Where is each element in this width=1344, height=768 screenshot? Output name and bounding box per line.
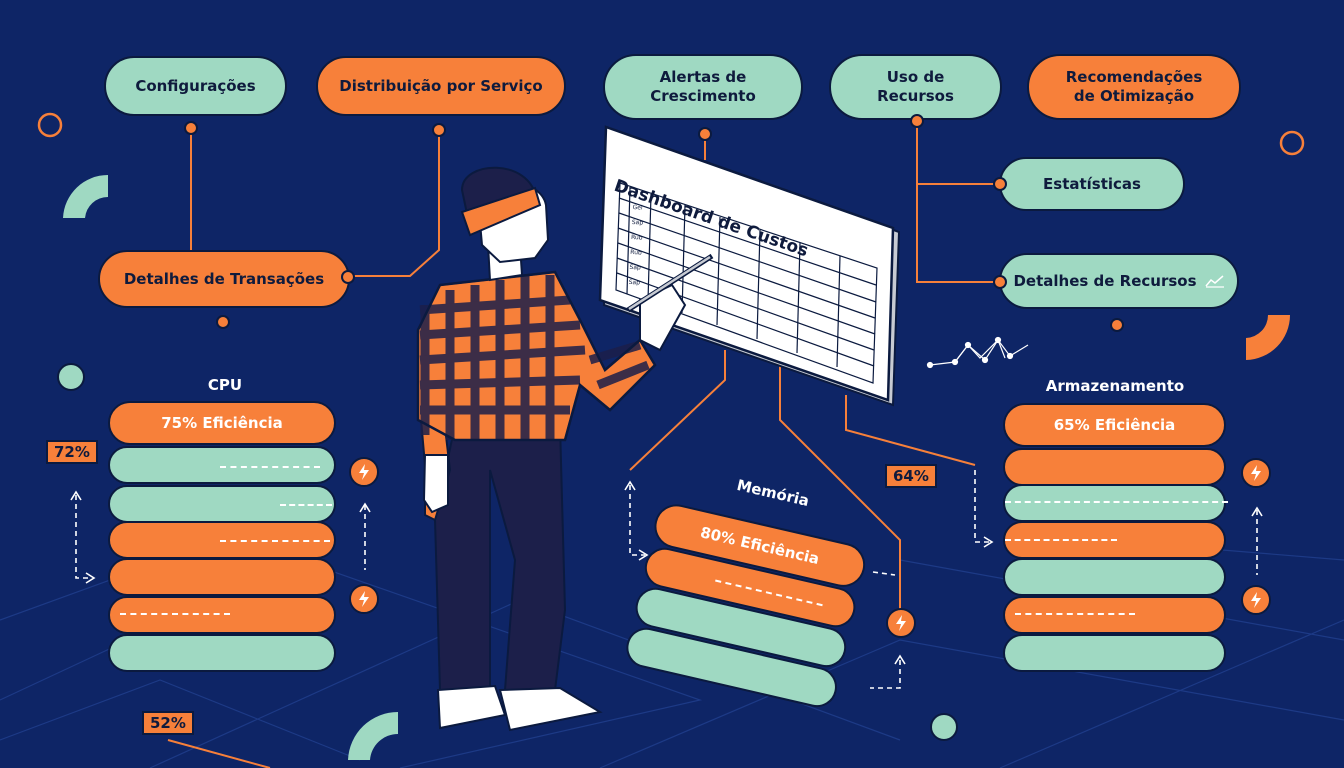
dash — [220, 466, 320, 468]
dashboard-table-grid — [615, 182, 878, 384]
connector-dot-detalhes-recursos — [993, 275, 1007, 289]
node-configuracoes-label: Configurações — [135, 76, 256, 95]
connector-dot-transacoes — [341, 270, 355, 284]
node-estatisticas-label: Estatísticas — [1043, 174, 1141, 193]
cpu-efficiency-bar: 75% Eficiência — [108, 401, 336, 445]
node-uso-de-recursos[interactable]: Uso de Recursos — [829, 54, 1002, 120]
armazenamento-efficiency-label: 65% Eficiência — [1053, 416, 1176, 434]
arc-shape-green-top — [63, 174, 108, 218]
node-detalhes-transacoes-label: Detalhes de Transações — [123, 269, 325, 288]
green-circle-left — [57, 363, 85, 391]
arc-shape-green-bottom — [348, 712, 398, 760]
connector-dot-alertas — [698, 127, 712, 141]
dashboard-row-label: Sap — [629, 263, 641, 272]
node-distribuicao-label: Distribuição por Serviço — [339, 76, 543, 95]
cpu-bar-2 — [108, 446, 336, 484]
percent-badge-52: 52% — [142, 711, 194, 735]
armazenamento-efficiency-bar: 65% Eficiência — [1003, 403, 1226, 447]
cpu-badge: 72% — [46, 440, 98, 464]
dash — [280, 504, 332, 506]
cpu-stack-title: CPU — [207, 376, 243, 394]
armazenamento-bar-5 — [1003, 558, 1226, 596]
dashboard-row-label: Sap — [631, 218, 644, 227]
node-alertas-label-line1: Alertas de — [659, 68, 747, 87]
armazenamento-bar-3 — [1003, 484, 1228, 522]
connector-dot-transacoes-below — [216, 315, 230, 329]
node-estatisticas[interactable]: Estatísticas — [999, 157, 1185, 211]
lightning-icon — [886, 608, 916, 638]
dashboard-row-label: Rub — [630, 248, 642, 257]
connector-dot-estatisticas — [993, 177, 1007, 191]
ring-right — [1279, 130, 1305, 156]
cpu-bar-6 — [108, 596, 336, 634]
connector-dot-recursos-below — [1110, 318, 1124, 332]
armazenamento-bar-4 — [1003, 521, 1226, 559]
node-recomendacoes-de-otimizacao[interactable]: Recomendações de Otimização — [1027, 54, 1241, 120]
person-illustration — [416, 166, 714, 732]
armazenamento-bar-7 — [1003, 634, 1226, 672]
dash — [715, 579, 823, 607]
connector-dot-configuracoes — [184, 121, 198, 135]
arc-shape-orange-right — [1246, 315, 1290, 360]
connector-dot-uso — [910, 114, 924, 128]
lightning-icon — [1241, 585, 1271, 615]
dash — [1005, 501, 1228, 503]
cpu-efficiency-label: 75% Eficiência — [161, 414, 283, 432]
dashboard-row-label: Gel — [632, 203, 643, 212]
node-recomendacoes-label-line2: de Otimização — [1073, 87, 1195, 105]
node-uso-label-line1: Uso de — [886, 68, 945, 87]
memoria-badge: 64% — [885, 464, 937, 488]
dash — [120, 613, 230, 615]
node-detalhes-de-recursos[interactable]: Detalhes de Recursos — [999, 253, 1239, 309]
dash — [1015, 613, 1135, 615]
node-alertas-label-line2: Crescimento — [650, 87, 756, 105]
connector-lines — [167, 120, 1000, 768]
lightning-icon — [349, 584, 379, 614]
armazenamento-bar-2 — [1003, 448, 1226, 486]
node-configuracoes[interactable]: Configurações — [104, 56, 287, 116]
cpu-bar-5 — [108, 558, 336, 596]
dash — [220, 540, 330, 542]
armazenamento-stack-title: Armazenamento — [1045, 377, 1185, 395]
dashboard-board — [598, 125, 901, 407]
node-detalhes-recursos-label: Detalhes de Recursos — [1013, 271, 1197, 290]
ring-left — [37, 112, 63, 138]
node-recomendacoes-label-line1: Recomendações — [1065, 68, 1203, 87]
armazenamento-bar-6 — [1003, 596, 1226, 634]
node-alertas-de-crescimento[interactable]: Alertas de Crescimento — [603, 54, 803, 120]
dash — [1005, 539, 1117, 541]
arrow-heads — [70, 480, 1263, 665]
dashboard-row-label: Rub — [630, 233, 643, 242]
lightning-icon — [1241, 458, 1271, 488]
green-circle-bottom — [930, 713, 958, 741]
cpu-bar-7 — [108, 634, 336, 672]
lightning-icon — [349, 457, 379, 487]
constellation-icon — [926, 336, 1029, 369]
node-detalhes-de-transacoes[interactable]: Detalhes de Transações — [98, 250, 350, 308]
sparkline-icon — [1204, 274, 1225, 288]
cpu-bar-3 — [108, 485, 336, 523]
connector-dot-distribuicao — [432, 123, 446, 137]
node-distribuicao-por-servico[interactable]: Distribuição por Serviço — [316, 56, 566, 116]
cpu-bar-4 — [108, 521, 336, 559]
dashed-arrows — [75, 470, 1258, 689]
node-uso-label-line2: Recursos — [877, 87, 954, 105]
dashboard-row-label: Sap — [628, 278, 641, 287]
